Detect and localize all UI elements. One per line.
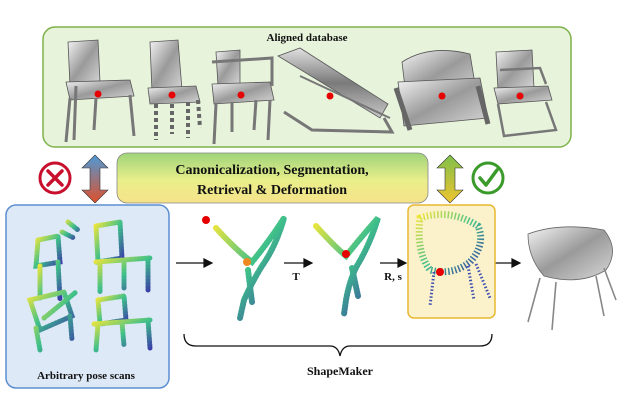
- keypoint: [516, 92, 524, 100]
- keypoint: [342, 250, 350, 258]
- database-title: Aligned database: [267, 32, 348, 44]
- point-cloud-icon: [202, 216, 287, 321]
- scans-label: Arbitrary pose scans: [37, 370, 135, 382]
- point-cloud-icon: [33, 219, 81, 303]
- success-indicator: [471, 161, 505, 195]
- chair-model-icon: [211, 49, 275, 145]
- chair-model-icon: [277, 47, 395, 134]
- flow-arrow: [380, 258, 408, 268]
- point-cloud-icon: [93, 219, 153, 295]
- keypoint: [94, 90, 102, 98]
- keypoint: [237, 91, 245, 99]
- banner-line-2: Retrieval & Deformation: [197, 183, 347, 198]
- keypoint: [326, 92, 334, 100]
- highlighted-result-panel: [407, 204, 496, 319]
- chair-model-icon: [527, 226, 617, 331]
- keypoint: [243, 258, 251, 266]
- chair-model-icon: [393, 50, 491, 131]
- transform-t-label: T: [292, 271, 300, 283]
- arbitrary-scans-panel: Arbitrary pose scans: [5, 204, 170, 389]
- keypoint: [436, 268, 444, 276]
- transform-rs-label: R, s: [384, 271, 402, 283]
- pipeline-banner: Canonicalization, Segmentation, Retrieva…: [116, 152, 429, 204]
- flow-arrow: [284, 258, 314, 268]
- keypoint: [202, 216, 210, 224]
- chair-model-icon: [64, 39, 136, 143]
- point-cloud-icon: [91, 293, 153, 353]
- double-arrow-icon: [81, 154, 109, 204]
- flow-arrow: [494, 258, 522, 268]
- point-cloud-icon: [313, 216, 381, 317]
- check-icon: [471, 161, 505, 195]
- double-arrow-icon: [436, 154, 464, 204]
- point-cloud-icon: [26, 289, 79, 353]
- shapemaker-brace: [183, 333, 493, 357]
- aligned-database-panel: Aligned database: [42, 26, 572, 148]
- banner-line-1: Canonicalization, Segmentation,: [175, 163, 368, 178]
- shapemaker-label: ShapeMaker: [307, 364, 374, 378]
- flow-arrow: [176, 258, 214, 268]
- chair-model-icon: [147, 39, 202, 140]
- keypoint: [438, 92, 446, 100]
- chair-model-icon: [493, 49, 558, 138]
- fail-indicator: [38, 161, 72, 195]
- keypoint: [168, 91, 176, 99]
